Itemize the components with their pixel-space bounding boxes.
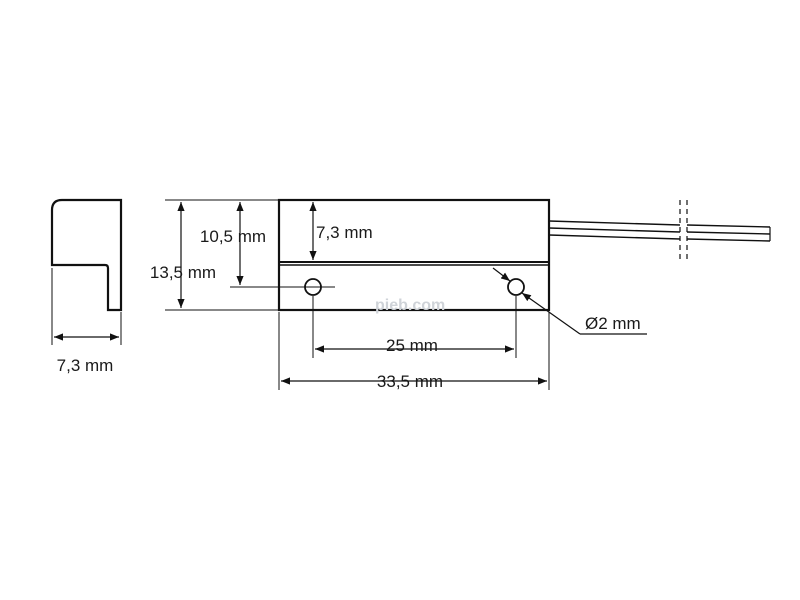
total-length-label: 33,5 mm: [377, 372, 443, 391]
body-height-label: 10,5 mm: [200, 227, 266, 246]
hole-diameter-label: Ø2 mm: [585, 314, 641, 333]
hole-spacing-label: 25 mm: [386, 336, 438, 355]
front-view: 13,5 mm 10,5 mm 7,3 mm 25 mm 33,5 mm Ø2 …: [150, 198, 771, 391]
mounting-hole-right: [507, 278, 525, 296]
hole-diameter-leader: [521, 292, 581, 335]
total-height-label: 13,5 mm: [150, 263, 216, 282]
side-view: 7,3 mm: [50, 198, 123, 375]
upper-height-label: 7,3 mm: [316, 223, 373, 242]
side-width-label: 7,3 mm: [57, 356, 114, 375]
hole-diameter-arrow-in: [492, 267, 511, 282]
watermark: pieb.com: [375, 297, 445, 314]
cable: [548, 200, 771, 260]
sensor-body-outline: [277, 198, 551, 312]
side-profile-outline: [50, 198, 123, 312]
